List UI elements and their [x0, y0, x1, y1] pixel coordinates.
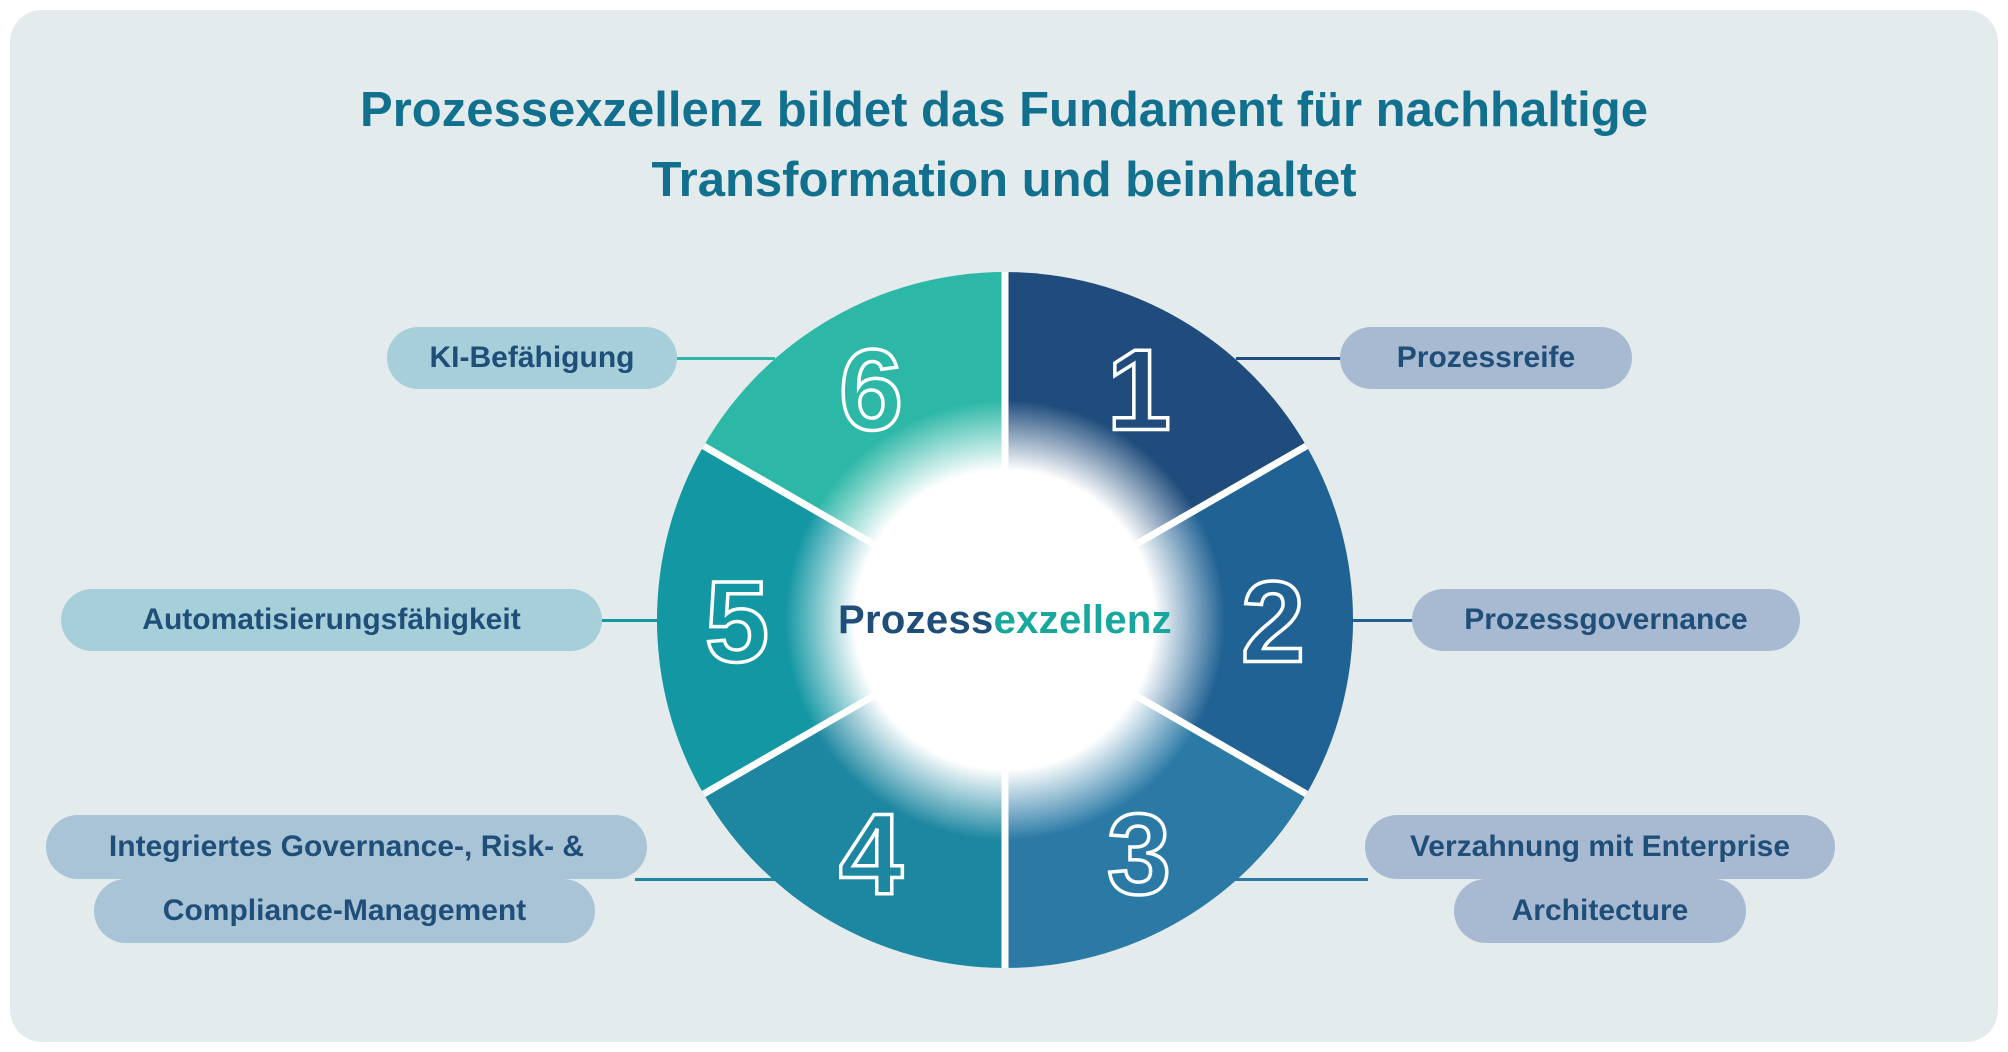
connector-segment3	[1228, 878, 1368, 881]
segment-5-number: 5	[705, 558, 769, 686]
process-excellence-wheel: 1 2 3 4 5 6	[656, 272, 1354, 968]
page-title-line2: Transformation und beinhaltet	[651, 152, 1357, 207]
label-ki-befaehigung: KI-Befähigung	[387, 327, 677, 389]
segment-3-number: 3	[1107, 790, 1171, 918]
segment-4-number: 4	[839, 790, 903, 918]
center-circle	[785, 400, 1225, 840]
label-automatisierungsfaehigkeit: Automatisierungsfähigkeit	[61, 589, 602, 651]
center-label: Prozessexzellenz	[755, 596, 1255, 644]
label-grc-management-line2: Compliance-Management	[94, 879, 595, 943]
label-prozessgovernance: Prozessgovernance	[1412, 589, 1800, 651]
connector-segment2	[1350, 619, 1414, 622]
segment-1-number: 1	[1107, 326, 1171, 454]
connector-segment4	[635, 878, 780, 881]
center-label-part1: Prozess	[838, 598, 994, 642]
connector-segment5	[600, 619, 660, 622]
connector-segment1	[1236, 357, 1342, 360]
page-title-line1: Prozessexzellenz bildet das Fundament fü…	[360, 83, 1648, 137]
segment-2-number: 2	[1241, 558, 1305, 686]
label-grc-management-line1: Integriertes Governance-, Risk- &	[46, 815, 647, 879]
label-prozessreife: Prozessreife	[1340, 327, 1632, 389]
segment-6-number: 6	[839, 326, 903, 454]
center-label-part2: exzellenz	[993, 598, 1172, 642]
label-enterprise-architecture-line2: Architecture	[1454, 879, 1746, 943]
connector-segment6	[677, 357, 775, 360]
label-enterprise-architecture-line1: Verzahnung mit Enterprise	[1365, 815, 1835, 879]
page-title: Prozessexzellenz bildet das Fundament fü…	[0, 76, 2008, 215]
